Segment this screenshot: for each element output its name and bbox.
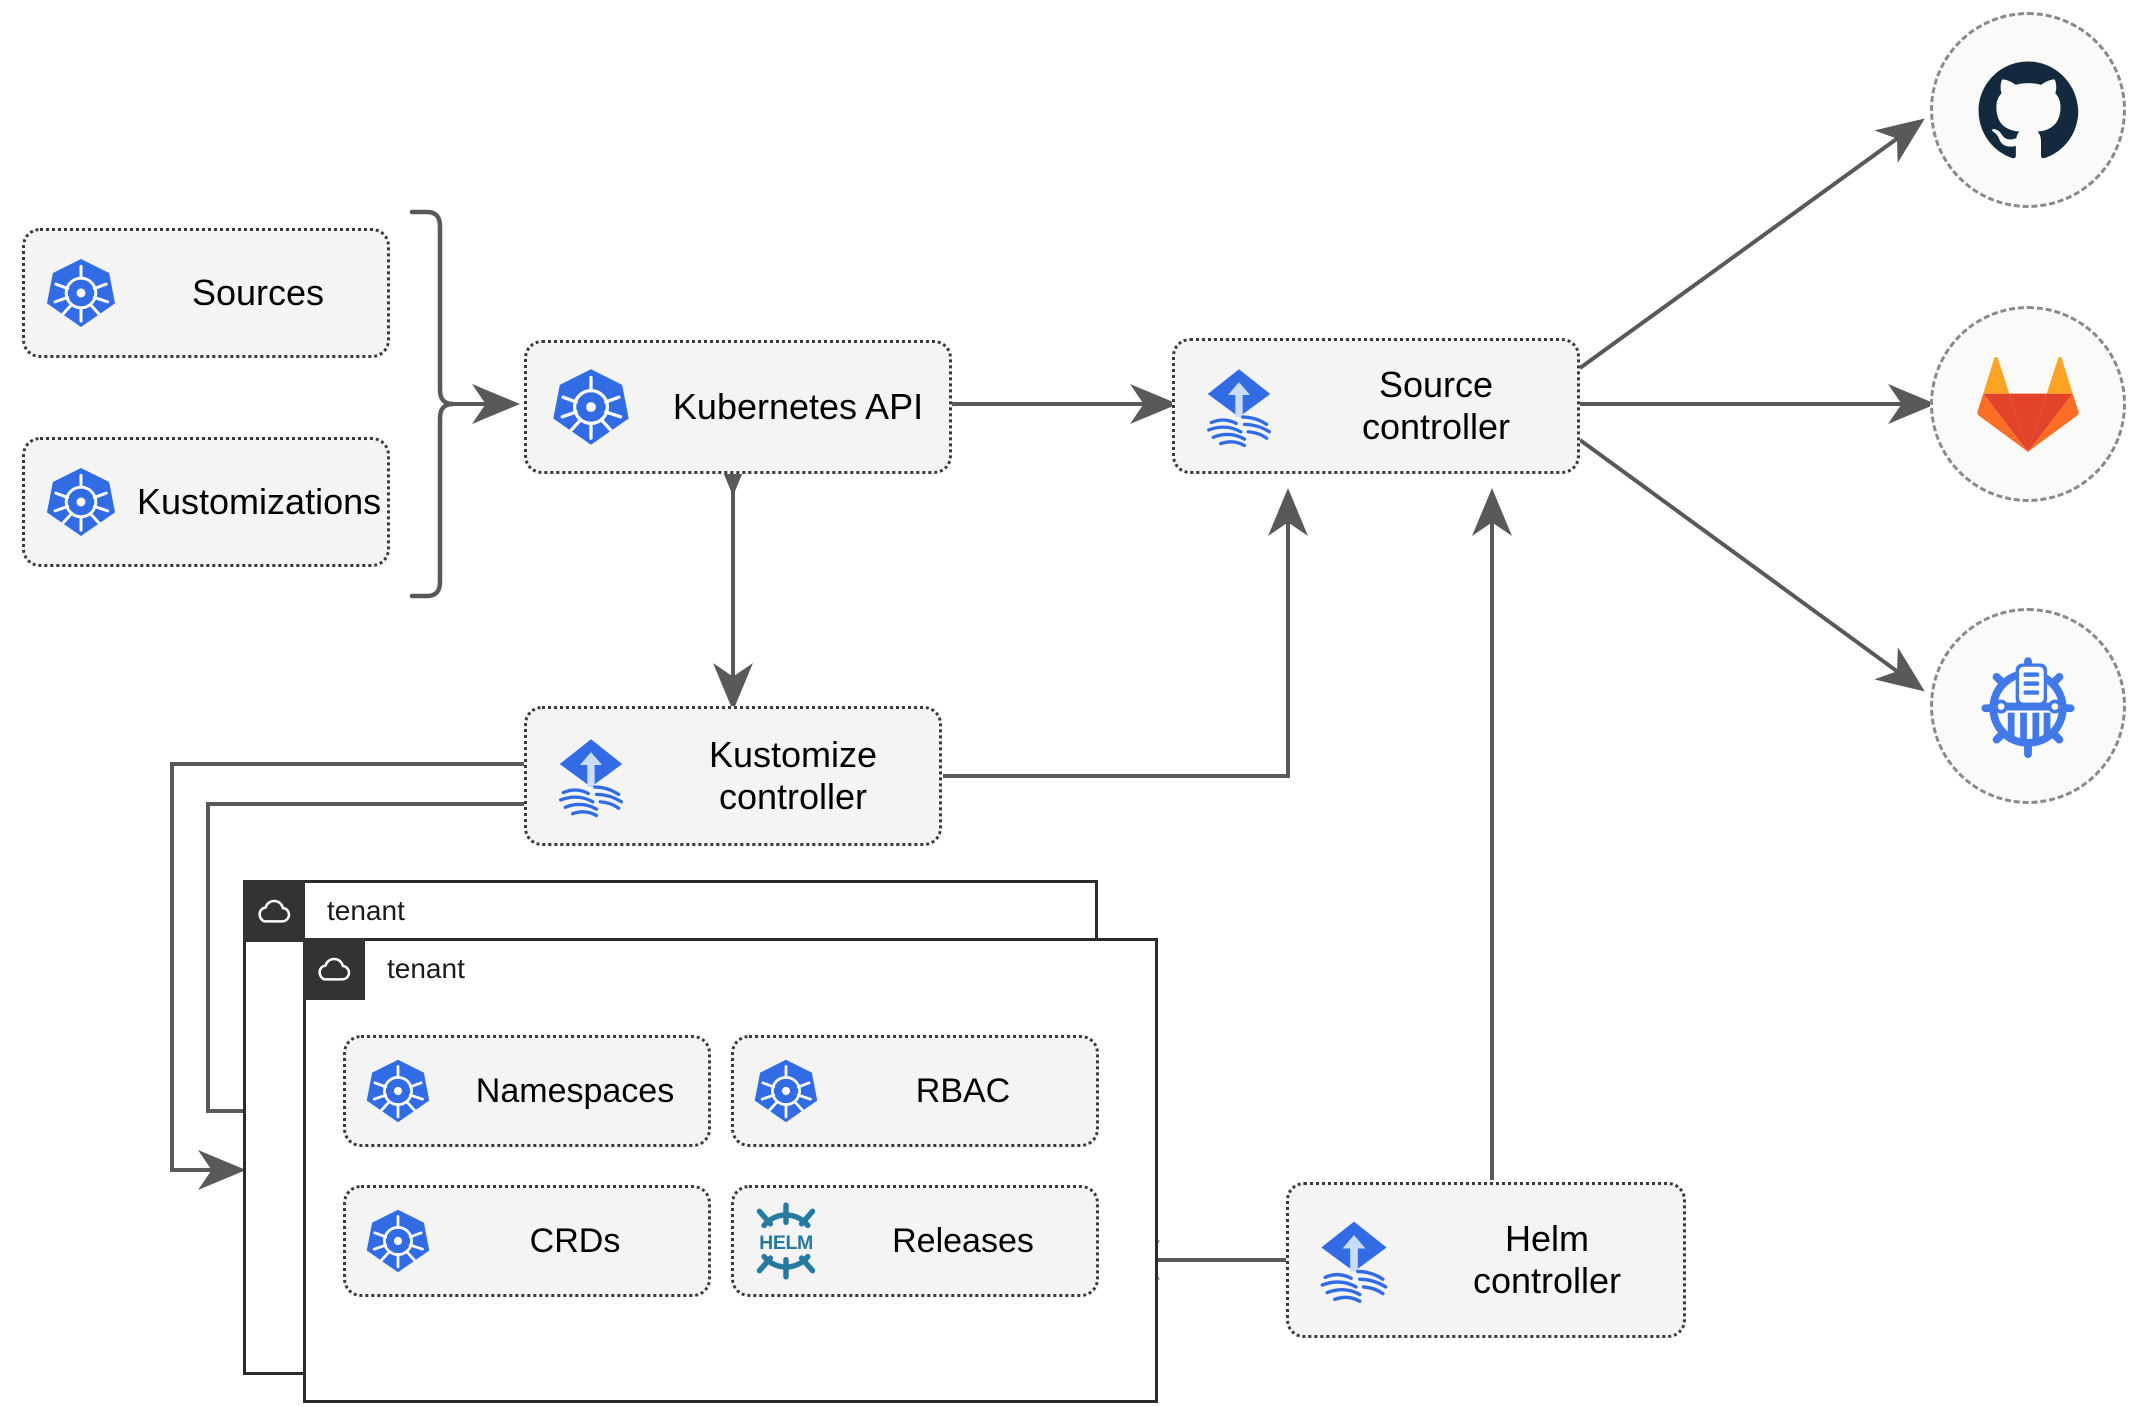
- node-label: Source controller: [1361, 363, 1511, 447]
- cloud-icon: [243, 880, 305, 942]
- node-label: Releases: [892, 1221, 1034, 1260]
- tenant-tab-2: tenant: [303, 938, 465, 1000]
- kubernetes-icon: [346, 1207, 450, 1275]
- tenant-tab-1: tenant: [243, 880, 405, 942]
- flux-icon: [527, 730, 655, 822]
- node-label: Kustomizations: [137, 480, 382, 522]
- gitlab-icon: [1977, 356, 2079, 452]
- tenant-label-2: tenant: [387, 953, 465, 984]
- provider-helm-repository[interactable]: [1930, 608, 2126, 804]
- flux-icon: [1289, 1212, 1419, 1308]
- node-namespaces[interactable]: Namespaces: [343, 1035, 711, 1147]
- helm-icon: HELM: [734, 1202, 838, 1280]
- node-label: Kustomize controller: [708, 733, 878, 817]
- kubernetes-icon: [25, 465, 137, 539]
- svg-text:HELM: HELM: [759, 1232, 813, 1254]
- cloud-icon: [303, 938, 365, 1000]
- tenant-label-1: tenant: [327, 895, 405, 926]
- flux-icon: [1175, 360, 1303, 452]
- github-icon: [1978, 61, 2079, 159]
- provider-github[interactable]: [1930, 12, 2126, 208]
- node-label: Sources: [191, 271, 325, 313]
- node-releases[interactable]: HELM Releases: [731, 1185, 1099, 1297]
- kubernetes-icon: [527, 366, 655, 448]
- node-label: RBAC: [915, 1071, 1011, 1110]
- node-sources[interactable]: Sources: [22, 228, 390, 358]
- provider-gitlab[interactable]: [1930, 306, 2126, 502]
- tenant-container-2: [303, 938, 1158, 1403]
- node-source-controller[interactable]: Source controller: [1172, 338, 1580, 474]
- node-helm-controller[interactable]: Helm controller: [1286, 1182, 1686, 1338]
- kubernetes-icon: [25, 256, 137, 330]
- kubernetes-icon: [734, 1057, 838, 1125]
- node-kustomizations[interactable]: Kustomizations: [22, 437, 390, 567]
- node-kubernetes-api[interactable]: Kubernetes API: [524, 340, 952, 474]
- node-label: CRDs: [529, 1221, 621, 1260]
- node-rbac[interactable]: RBAC: [731, 1035, 1099, 1147]
- node-label: Kubernetes API: [672, 385, 924, 427]
- node-label: Namespaces: [475, 1071, 675, 1110]
- helm-repository-icon: [1981, 657, 2075, 759]
- node-crds[interactable]: CRDs: [343, 1185, 711, 1297]
- node-kustomize-controller[interactable]: Kustomize controller: [524, 706, 942, 846]
- kubernetes-icon: [346, 1057, 450, 1125]
- node-label: Helm controller: [1472, 1217, 1622, 1301]
